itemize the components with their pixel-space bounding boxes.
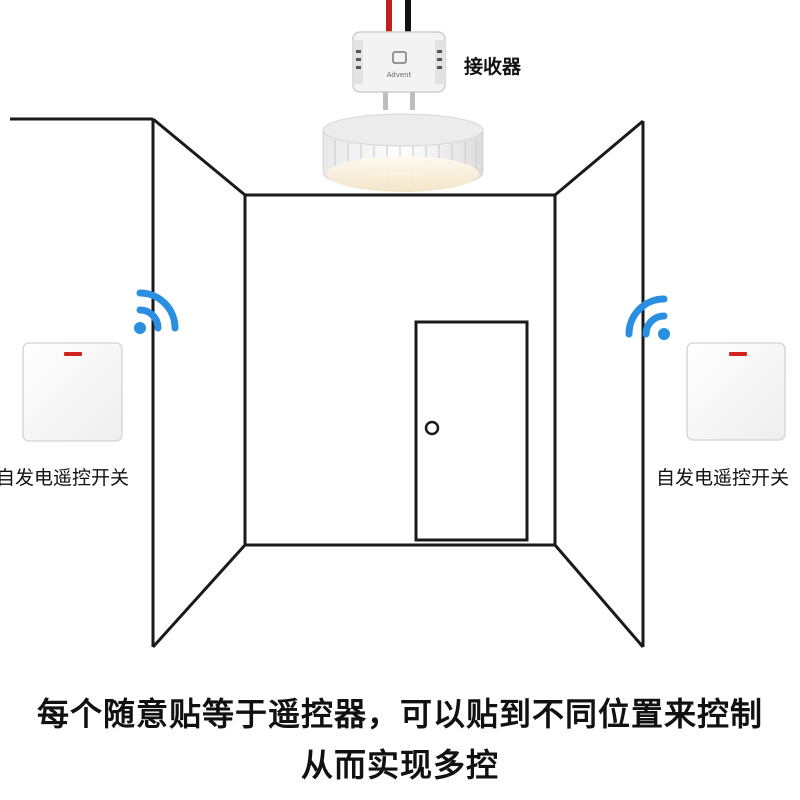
back-wall <box>243 193 557 547</box>
right-floor-edge <box>553 544 645 648</box>
ceiling-lamp <box>322 113 484 192</box>
door-knob <box>424 420 440 436</box>
signal-icon-right <box>625 295 670 340</box>
left-ceiling-edge <box>152 117 246 197</box>
signal-icon-left <box>134 289 179 334</box>
room-walls <box>10 117 645 649</box>
switch-indicator-right <box>729 352 747 356</box>
receiver-wires <box>386 0 411 34</box>
switch-indicator-left <box>64 352 82 356</box>
receiver-button-icon <box>392 51 407 64</box>
left-floor-edge <box>151 543 247 649</box>
caption-line-2: 从而实现多控 <box>300 746 499 784</box>
receiver-label: 接收器 <box>464 56 522 78</box>
switch-label-right: 自发电遥控开关 <box>656 467 790 489</box>
switch-label-left: 自发电遥控开关 <box>0 467 130 489</box>
door <box>414 320 529 542</box>
caption-line-1: 每个随意贴等于遥控器，可以贴到不同位置来控制 <box>36 695 763 733</box>
receiver-module: Advent <box>352 31 446 110</box>
wireless-switch-left <box>22 342 123 442</box>
receiver-brand: Advent <box>387 71 412 79</box>
right-ceiling-edge <box>554 119 644 197</box>
wireless-switch-right <box>686 342 786 441</box>
